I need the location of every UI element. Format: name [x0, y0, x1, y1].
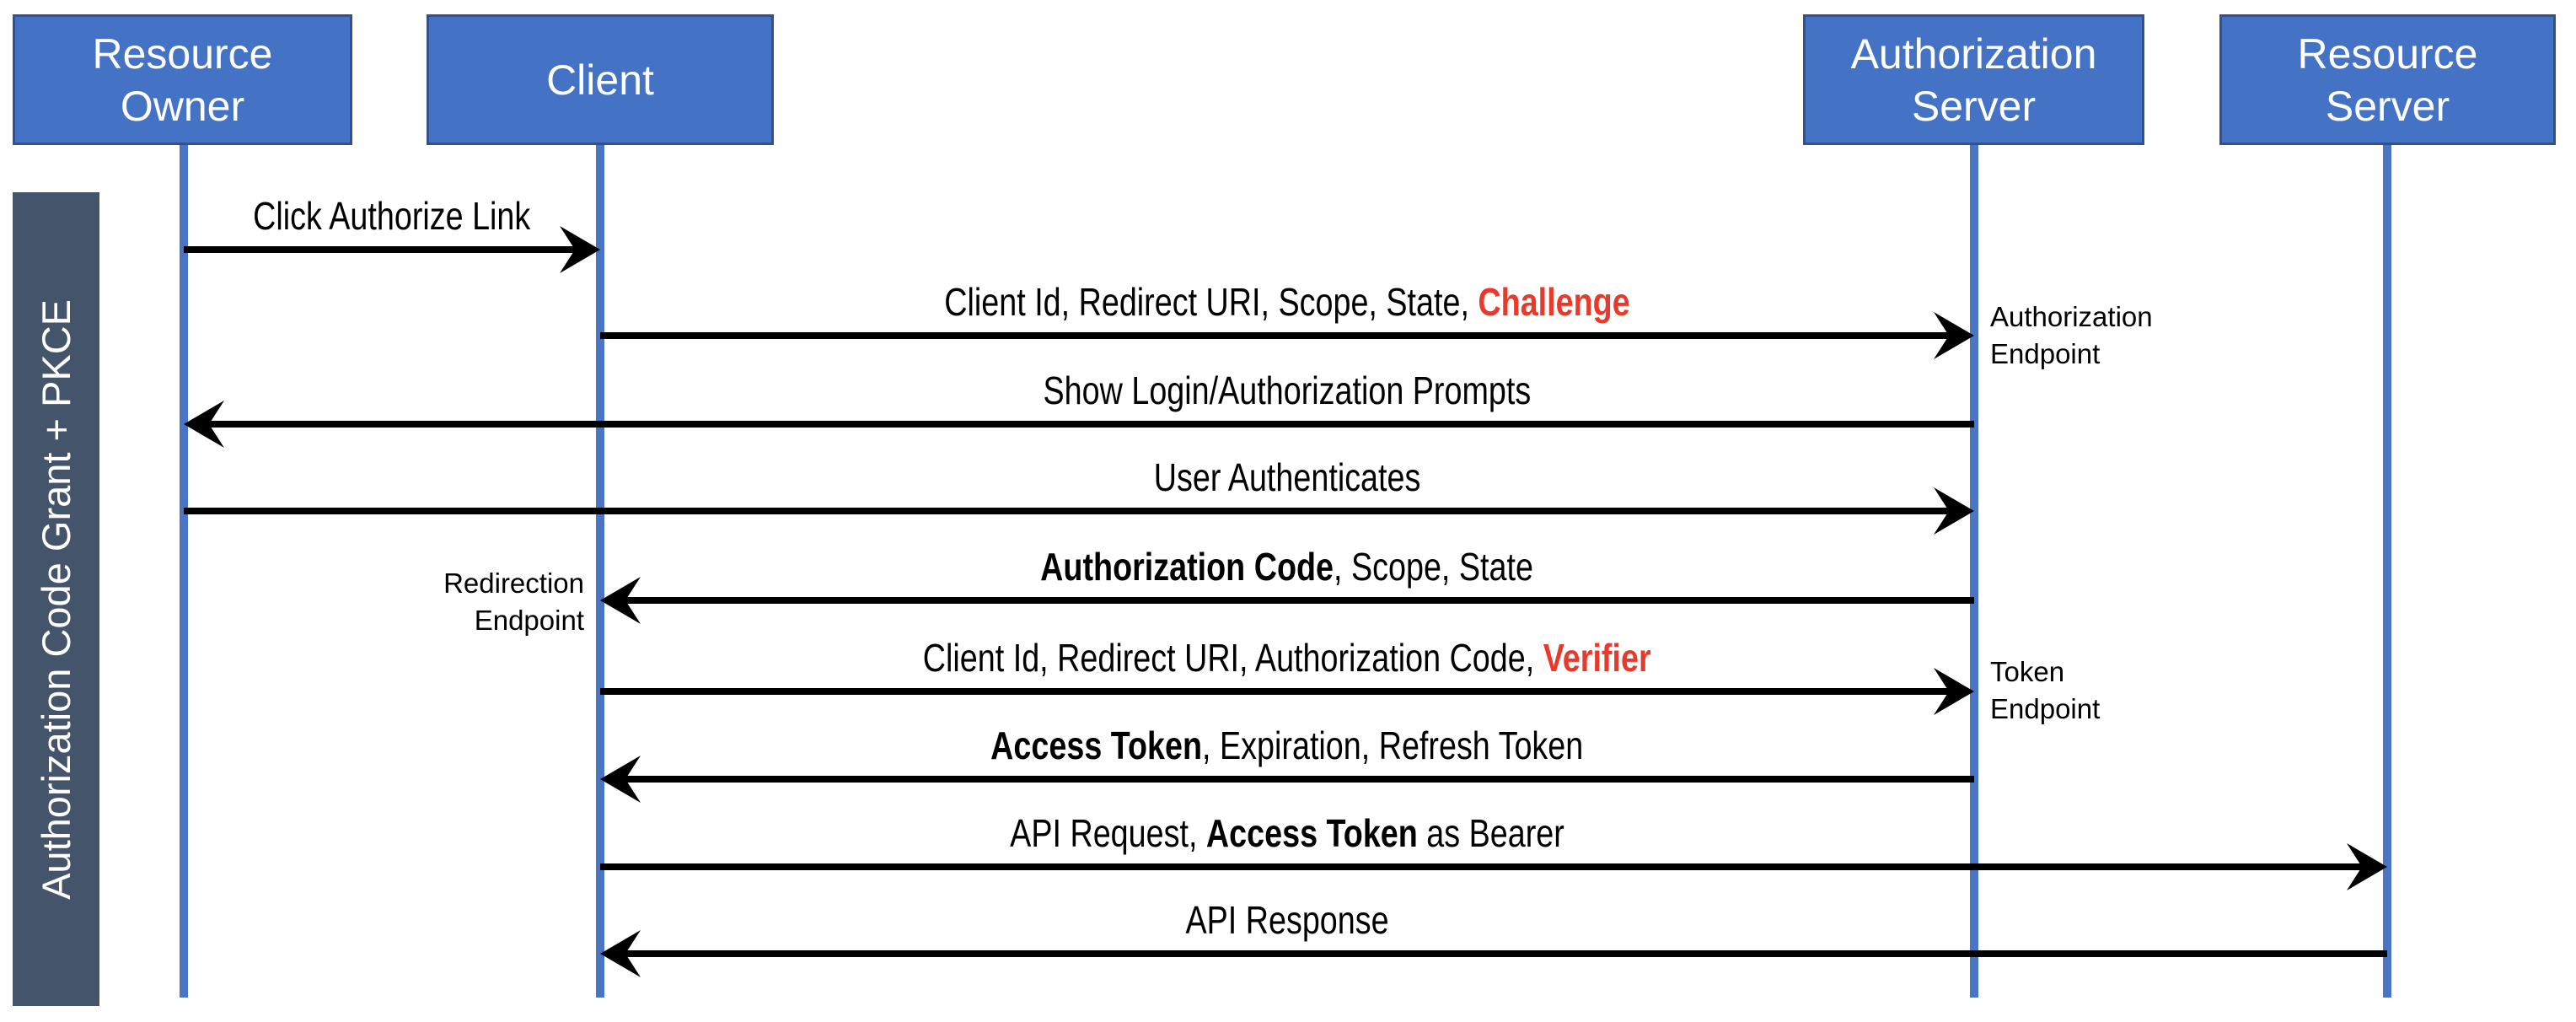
arrowhead-authorization-code-response [600, 577, 641, 624]
endpoint-note-token-endpoint: Token Endpoint [1990, 656, 2101, 724]
arrowhead-authorization-request [1934, 312, 1974, 359]
arrowhead-click-authorize-link [560, 226, 600, 273]
arrowhead-user-authenticates [1934, 487, 1974, 535]
actor-label-resource-server: Resource Server [2297, 30, 2478, 130]
actor-box-client: Client [427, 14, 774, 145]
arrowhead-api-request [2347, 843, 2387, 890]
message-arrow-authorization-request [600, 312, 1974, 359]
endpoint-note-authorization-endpoint: Authorization Endpoint [1990, 301, 2153, 369]
arrowhead-token-response [600, 756, 641, 803]
message-arrow-token-response [600, 756, 1974, 803]
message-arrow-authorization-code-response [600, 577, 1974, 624]
actor-label-resource-owner: Resource Owner [92, 30, 273, 130]
arrowhead-login-authorization-prompts [184, 401, 224, 448]
arrowhead-api-response [600, 930, 641, 977]
actor-label-authorization-server: Authorization Server [1850, 30, 2097, 130]
message-arrow-api-response [600, 930, 2387, 977]
message-arrow-login-authorization-prompts [184, 401, 1974, 448]
message-arrow-api-request [600, 843, 2387, 890]
lifeline-authorization-server [1970, 145, 1978, 998]
actor-box-authorization-server: Authorization Server [1803, 14, 2144, 145]
actor-box-resource-server: Resource Server [2219, 14, 2556, 145]
message-arrow-token-request [600, 668, 1974, 715]
actor-box-resource-owner: Resource Owner [13, 14, 352, 145]
message-arrow-user-authenticates [184, 487, 1974, 535]
endpoint-note-redirection-endpoint: Redirection Endpoint [443, 567, 584, 636]
actor-label-client: Client [546, 56, 654, 104]
lifeline-resource-server [2383, 145, 2391, 998]
lifeline-resource-owner [180, 145, 188, 998]
sidebar-band: Authorization Code Grant + PKCE [13, 192, 99, 1006]
lifeline-client [596, 145, 604, 998]
arrowhead-token-request [1934, 668, 1974, 715]
message-arrow-click-authorize-link [184, 226, 600, 273]
